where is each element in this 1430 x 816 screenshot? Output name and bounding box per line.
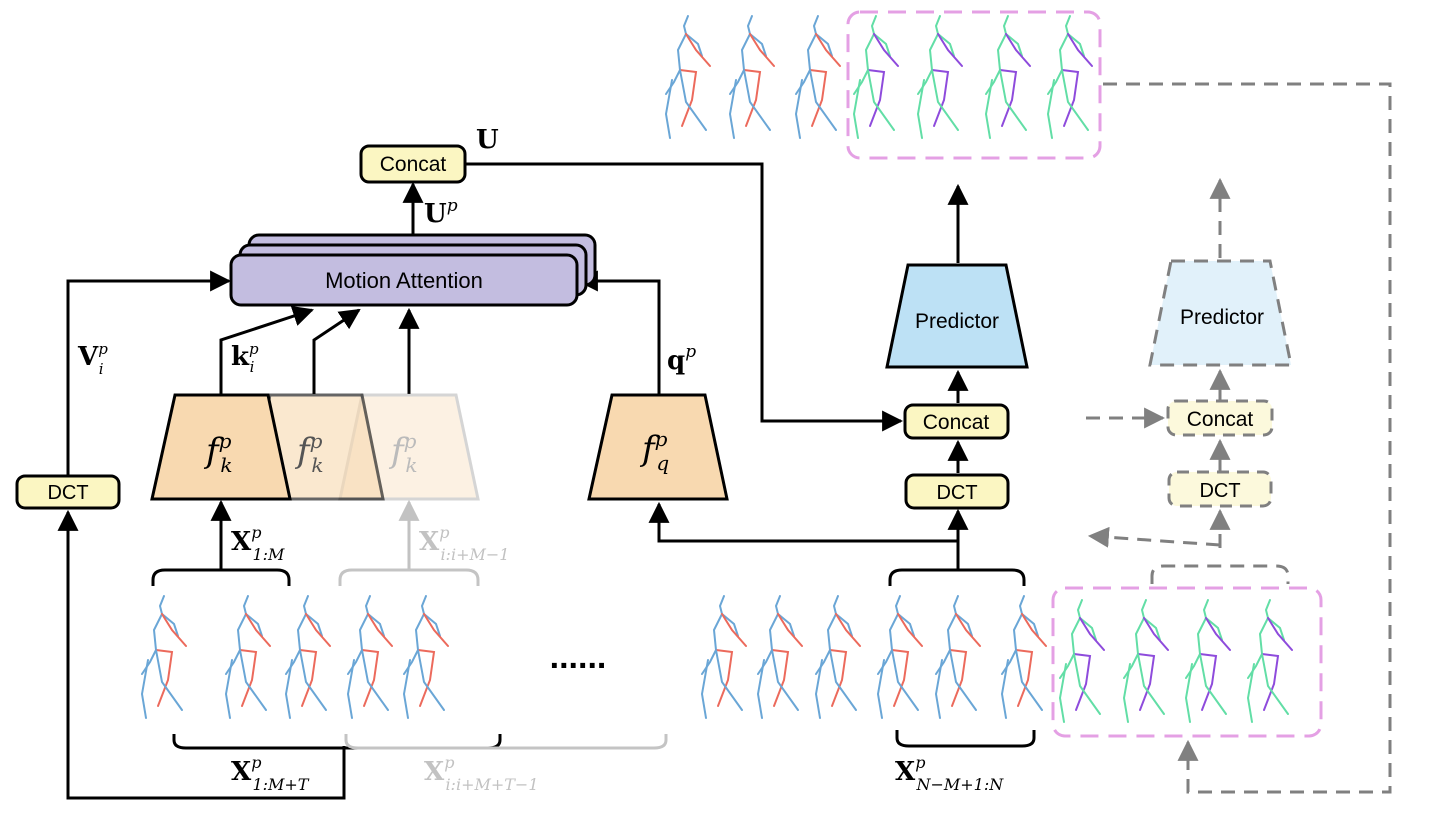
sequence-ellipsis: ...... [550, 638, 607, 676]
brace-window-i [338, 568, 480, 586]
dashed-from-window [1087, 526, 1221, 548]
dct-right-block: DCT [904, 473, 1010, 510]
predictor-ghost-block: Predictor [1148, 259, 1293, 367]
history-pose [934, 595, 981, 719]
arrow-concat-to-predictor-concat [466, 162, 904, 432]
future-pose [1122, 599, 1169, 723]
arrow-key2-to-attention [312, 308, 361, 394]
output-history-pose [794, 15, 841, 139]
output-future-pose [852, 15, 899, 139]
brace-history-i [344, 734, 668, 750]
concat-ghost-label: Concat [1187, 408, 1254, 431]
predictor-block: Predictor [885, 263, 1029, 369]
dct-ghost-block: DCT [1167, 470, 1273, 508]
dct-ghost-label: DCT [1199, 480, 1240, 502]
concat-right-label: Concat [923, 411, 990, 434]
concat-top-label: Concat [380, 153, 447, 176]
concat-right-block: Concat [903, 403, 1010, 440]
arrow-query-to-attention [576, 270, 661, 394]
output-future-pose [984, 15, 1031, 139]
arrow-dct-to-attention [66, 270, 232, 476]
label-U: U [476, 125, 499, 155]
future-pose [1246, 599, 1293, 723]
history-pose [756, 595, 803, 719]
dashed-output-loop [1103, 82, 1392, 794]
output-history-pose [728, 15, 775, 139]
motion-attention-label: Motion Attention [325, 268, 483, 293]
predicted-output-frame [846, 10, 1102, 160]
flow-arrows [57, 162, 969, 800]
key-encoder-1 [150, 393, 292, 501]
future-pose [1184, 599, 1231, 723]
concat-ghost-block: Concat [1166, 399, 1274, 437]
brace-history-1 [172, 734, 502, 750]
dashed-window-brace [1150, 564, 1290, 584]
label-qp: qp [667, 342, 696, 376]
output-future-pose [1046, 15, 1093, 139]
brace-query-window [895, 730, 1036, 748]
brace-window-1 [151, 568, 291, 586]
predictor-ghost-label: Predictor [1180, 306, 1264, 329]
history-pose [224, 595, 271, 719]
window-braces [151, 568, 1036, 750]
output-poses [664, 15, 1093, 139]
history-pose [346, 595, 393, 719]
history-pose [140, 595, 187, 719]
history-pose [1000, 595, 1047, 719]
label-Up: Up [424, 196, 458, 229]
dct-left-block: DCT [15, 474, 121, 510]
history-pose [402, 595, 449, 719]
recurrent-flow [1086, 82, 1392, 794]
predictor-label: Predictor [915, 310, 999, 333]
query-encoder [587, 393, 729, 501]
dct-left-label: DCT [47, 482, 88, 504]
predicted-future-frame [1051, 586, 1323, 738]
output-history-pose [664, 15, 711, 139]
history-pose [700, 595, 747, 719]
future-pose [1058, 599, 1105, 723]
concat-top-block: Concat [359, 144, 467, 184]
output-future-pose [916, 15, 963, 139]
dct-right-label: DCT [936, 482, 977, 504]
brace-window-last [888, 568, 1026, 586]
arrow-last-window-to-query [648, 501, 958, 543]
history-pose [814, 595, 861, 719]
motion-attention-block: Motion Attention [229, 233, 597, 307]
history-pose [876, 595, 923, 719]
history-pose [284, 595, 331, 719]
history-poses [140, 595, 1293, 723]
arrow-key1-to-attention [219, 305, 314, 394]
arrow-history-to-dct [57, 509, 346, 800]
